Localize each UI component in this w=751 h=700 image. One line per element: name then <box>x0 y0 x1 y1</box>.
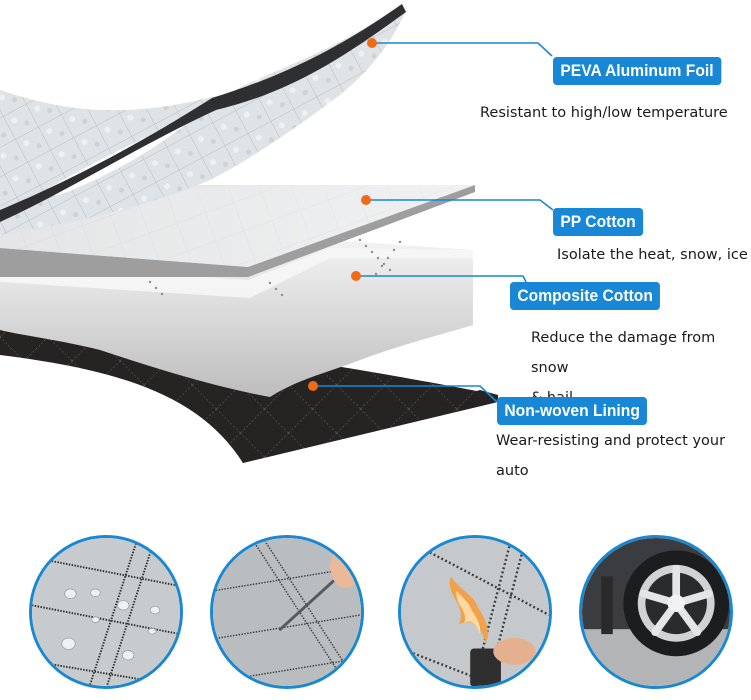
flame-resistant-feature-image <box>398 535 552 689</box>
car-wheel-icon <box>582 538 730 686</box>
layer-desc-peva-aluminum-foil: Resistant to high/low temperature <box>480 105 728 121</box>
car-wheel-feature-image <box>579 535 733 689</box>
feature-image-row <box>0 520 751 700</box>
layer-desc-non-woven-lining: Wear-resisting and protect your auto <box>496 426 725 486</box>
layer-label-peva-aluminum-foil: PEVA Aluminum Foil <box>553 57 721 85</box>
desc-line: auto <box>496 463 529 479</box>
layer-desc-pp-cotton: Isolate the heat, snow, ice <box>557 247 748 263</box>
layer-label-composite-cotton: Composite Cotton <box>510 282 661 310</box>
layer-label-non-woven-lining: Non-woven Lining <box>497 397 648 425</box>
flame-icon <box>401 538 549 686</box>
desc-line: Reduce the damage from snow <box>531 330 716 376</box>
scratch-resistant-feature-image <box>210 535 364 689</box>
layers-illustration <box>0 4 554 463</box>
waterproof-feature-image <box>29 535 183 689</box>
scratch-tool-icon <box>213 538 361 686</box>
desc-line: Wear-resisting and protect your <box>496 433 726 449</box>
layer-label-pp-cotton: PP Cotton <box>553 208 644 236</box>
water-droplet-icon <box>32 538 180 686</box>
